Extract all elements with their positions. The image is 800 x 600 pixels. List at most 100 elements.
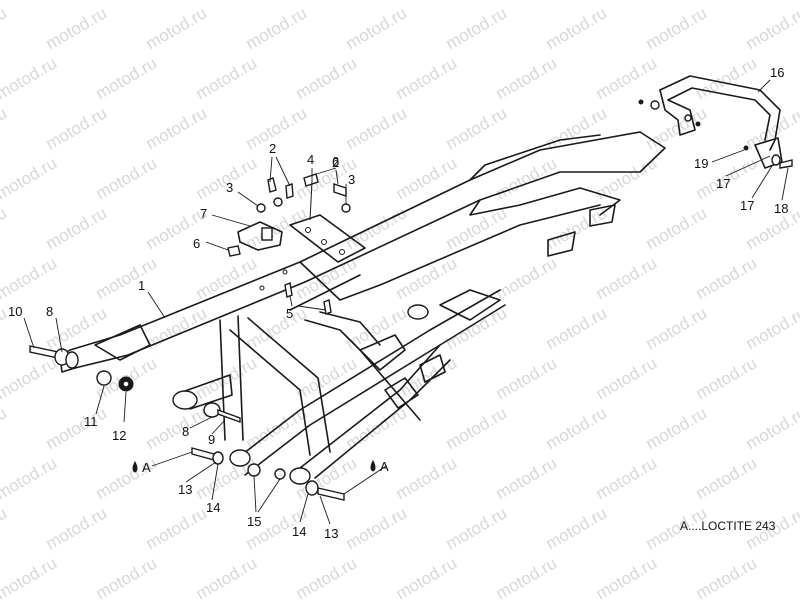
loctite-label-right: A [380,459,389,474]
watermark-text: motod.ru [143,3,211,53]
callout-16: 16 [770,65,784,80]
watermark-text: motod.ru [343,3,411,53]
watermark-text: motod.ru [693,0,761,3]
callout-13: 13 [324,526,338,541]
watermark-text: motod.ru [343,203,411,253]
watermark-text: motod.ru [693,353,761,403]
watermark-text: motod.ru [693,453,761,503]
watermark-text: motod.ru [0,153,60,203]
watermark-text: motod.ru [493,53,561,103]
watermark-text: motod.ru [493,253,561,303]
callout-9: 9 [208,432,215,447]
watermark-text: motod.ru [393,553,461,600]
watermark-text: motod.ru [643,3,711,53]
callout-13: 13 [178,482,192,497]
watermark-text: motod.ru [0,353,60,403]
callout-4: 4 [307,152,314,167]
leader-lines [23,79,789,525]
callout-7: 7 [200,206,207,221]
watermark-text: motod.ru [43,3,111,53]
watermark-text: motod.ru [593,553,661,600]
watermark-text: motod.ru [143,503,211,553]
watermark-text: motod.ru [393,0,461,3]
callout-8: 8 [46,304,53,319]
callout-3: 3 [226,180,233,195]
callout-15: 15 [247,514,261,529]
watermark-text: motod.ru [693,253,761,303]
drop-icon-left [132,460,138,473]
watermark-text: motod.ru [643,403,711,453]
watermark-text: motod.ru [93,553,161,600]
watermark-text: motod.ru [443,3,511,53]
watermark-text: motod.ru [343,303,411,353]
watermark-text: motod.ru [293,53,361,103]
watermark-text: motod.ru [93,253,161,303]
watermark-text: motod.ru [0,553,60,600]
watermark-text: motod.ru [393,253,461,303]
callout-10: 10 [8,304,22,319]
watermark-text: motod.ru [0,203,10,253]
watermark-text: motod.ru [243,103,311,153]
drop-icon-right [370,459,376,472]
watermark-text: motod.ru [193,253,261,303]
loctite-label-left: A [142,460,151,475]
watermark-text: motod.ru [143,303,211,353]
watermark-text: motod.ru [0,453,60,503]
watermark-text: motod.ru [543,303,611,353]
watermark-text: motod.ru [593,353,661,403]
watermark-text: motod.ru [43,503,111,553]
callout-5: 5 [286,306,293,321]
watermark-text: motod.ru [0,103,10,153]
watermark-text: motod.ru [143,403,211,453]
rear-subframe [59,131,666,485]
callout-14: 14 [292,524,306,539]
watermark-text: motod.ru [443,203,511,253]
callout-11: 11 [84,414,98,429]
watermark-text: motod.ru [343,503,411,553]
loctite-markers: A A [132,459,389,475]
watermark-text: motod.ru [0,3,10,53]
watermark-text: motod.ru [93,0,161,3]
watermark-text: motod.ru [643,203,711,253]
watermark-text: motod.ru [493,353,561,403]
watermark-text: motod.ru [493,0,561,3]
watermark-text: motod.ru [143,103,211,153]
watermark-text: motod.ru [293,0,361,3]
watermark-text: motod.ru [593,0,661,3]
callout-17: 17 [740,198,754,213]
watermark-text: motod.ru [543,3,611,53]
watermark-text: motod.ru [343,103,411,153]
callout-2: 2 [332,155,339,170]
watermark-text: motod.ru [643,103,711,153]
watermark-text: motod.ru [593,153,661,203]
watermark-text: motod.ru [543,403,611,453]
watermark-text: motod.ru [93,53,161,103]
watermark-text: motod.ru [493,553,561,600]
watermark-text: motod.ru [393,453,461,503]
watermark-text: motod.ru [193,153,261,203]
watermark-text: motod.ru [643,303,711,353]
watermark-text: motod.ru [193,53,261,103]
watermark-text: motod.ru [193,353,261,403]
callout-12: 12 [112,428,126,443]
callout-numbers: 1 2 2 3 3 4 5 6 6 7 8 8 9 10 11 12 13 13… [8,65,788,541]
watermark-text: motod.ru [193,553,261,600]
watermark-text: motod.ru [43,403,111,453]
watermark-text: motod.ru [0,503,10,553]
watermark-text: motod.ru [743,3,800,53]
callout-18: 18 [774,201,788,216]
watermark-text: motod.ru [743,403,800,453]
watermark-text: motod.ru [543,103,611,153]
callout-1: 1 [138,278,145,293]
watermark-text: motod.ru [693,553,761,600]
callout-2: 2 [269,141,276,156]
callout-8: 8 [182,424,189,439]
watermark-text: motod.ru [743,303,800,353]
watermark-text: motod.ru [43,103,111,153]
loctite-note: A....LOCTITE 243 [680,519,776,533]
callout-17: 17 [716,176,730,191]
watermark-text: motod.ru [443,103,511,153]
